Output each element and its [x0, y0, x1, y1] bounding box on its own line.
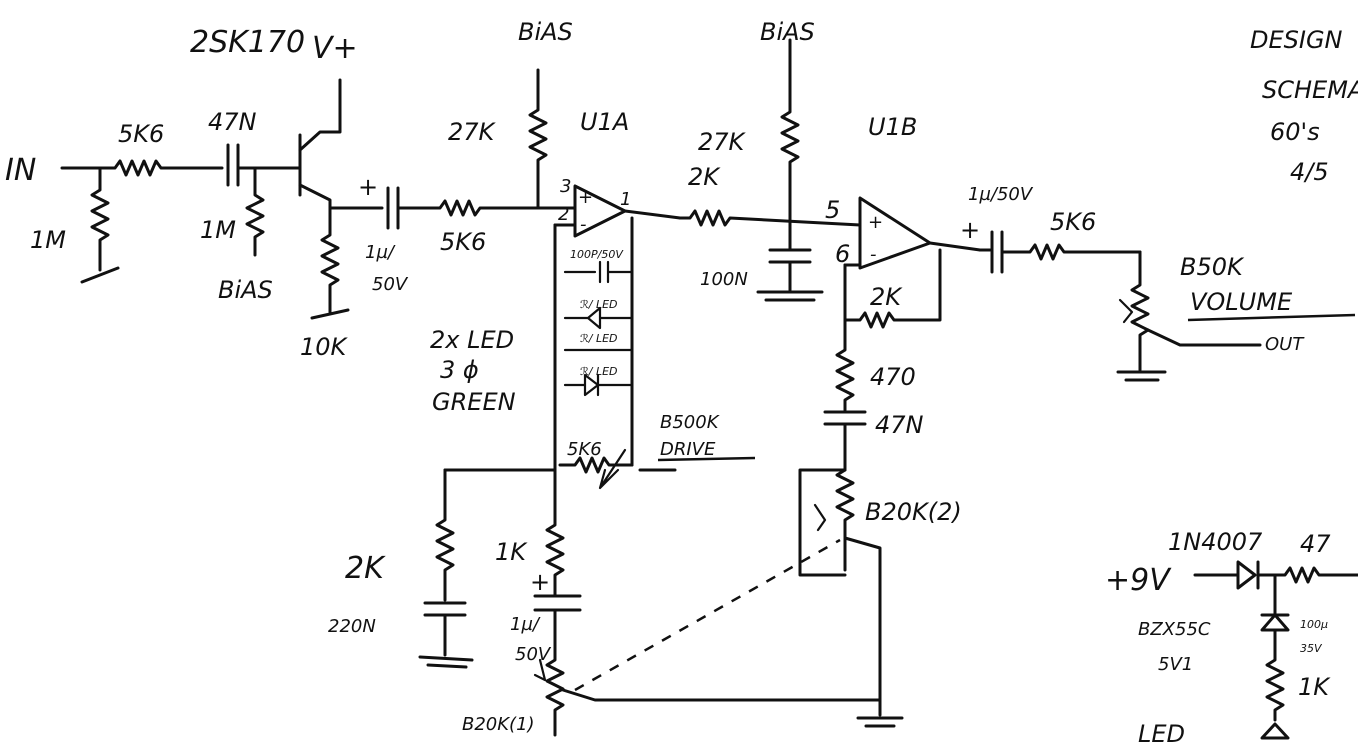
label-plus-in-a: + — [578, 187, 593, 208]
psu-section — [1193, 560, 1358, 740]
label-psu-diode: 1N4007 — [1168, 528, 1263, 556]
label-c-47n: 47N — [875, 411, 924, 439]
label-zener: BZX55C — [1138, 619, 1211, 640]
label-c-1u-a2: 50V — [372, 274, 409, 295]
label-pin5: 5 — [825, 196, 840, 224]
label-minus-in-b: - — [870, 244, 877, 265]
label-r-1k: 1K — [495, 538, 528, 566]
label-pot-drive: B500K — [660, 412, 720, 433]
label-r-1m-in: 1M — [30, 226, 66, 254]
lower-left — [418, 468, 882, 737]
label-led-note-2: 3 ɸ — [440, 356, 479, 384]
label-psu-v: +9V — [1105, 563, 1172, 598]
label-bias-3: BiAS — [218, 276, 273, 304]
label-minus-in-a: - — [580, 214, 587, 235]
label-led-1: ℛ/ LED — [580, 298, 618, 311]
label-r-5k6-b: 5K6 — [567, 439, 602, 460]
label-r-2k-a: 2K — [688, 163, 721, 191]
label-plus-1: + — [358, 173, 378, 201]
label-r-5k6-a: 5K6 — [440, 228, 486, 256]
label-c-100n: 100N — [700, 269, 748, 290]
label-design-2: SCHEMATIC — [1262, 76, 1358, 104]
label-zener-v: 5V1 — [1158, 654, 1193, 675]
label-pin2: 2 — [558, 204, 569, 225]
label-pot-b20k2: B20K(2) — [865, 498, 962, 526]
label-c-220n: 220N — [328, 616, 376, 637]
label-vplus: V+ — [312, 31, 358, 66]
label-u1a: U1A — [580, 108, 629, 136]
label-plus-3: + — [530, 568, 550, 596]
label-psu-r1k: 1K — [1298, 673, 1331, 701]
label-r-470: 470 — [870, 363, 916, 391]
label-bias-1: BiAS — [518, 18, 573, 46]
label-plus-in-b: + — [868, 212, 883, 233]
label-r-2k-fb: 2K — [870, 283, 903, 311]
label-c-1u-b2: 50V — [515, 644, 552, 665]
label-r-5k6-out: 5K6 — [1050, 208, 1096, 236]
label-r-2k-b: 2K — [345, 551, 386, 586]
interstage — [678, 38, 862, 302]
label-pot-vol-name: VOLUME — [1190, 288, 1293, 316]
label-plus-2: + — [960, 216, 980, 244]
label-pot-drive-name: DRIVE — [660, 439, 716, 460]
u1b-stage — [798, 196, 982, 728]
label-led-3: ℛ/ LED — [580, 365, 618, 378]
output-stage — [978, 230, 1262, 382]
label-pin3: 3 — [560, 176, 571, 197]
label-psu-c: 100µ — [1300, 618, 1328, 631]
label-pot-b20k1: B20K(1) — [462, 714, 535, 735]
label-led-note-1: 2x LED — [430, 326, 514, 354]
label-led-note-3: GREEN — [432, 388, 516, 416]
label-r-1m-gate: 1M — [200, 216, 236, 244]
underline-drive — [657, 456, 756, 462]
label-c-100p: 100P/50V — [570, 248, 624, 261]
label-pin6: 6 — [835, 240, 850, 268]
input-stage — [60, 78, 542, 320]
label-led-2: ℛ/ LED — [580, 332, 618, 345]
label-bias-2: BiAS — [760, 18, 815, 46]
label-psu-c-v: 35V — [1300, 642, 1323, 655]
label-c-out: 1µ/50V — [968, 184, 1034, 205]
label-u1b: U1B — [868, 113, 917, 141]
label-out: OUT — [1265, 334, 1305, 355]
label-design-1: DESIGN — [1250, 26, 1343, 54]
label-c-1u-b1: 1µ/ — [510, 614, 541, 635]
label-r-27k-a: 27K — [448, 118, 497, 146]
label-design-4: 4/5 — [1290, 158, 1329, 186]
label-r-in-series: 5K6 — [118, 120, 164, 148]
label-pin1: 1 — [620, 189, 631, 210]
label-r-27k-b: 27K — [698, 128, 747, 156]
label-in: IN — [5, 153, 36, 188]
label-psu-led: LED — [1138, 720, 1185, 746]
label-r-10k: 10K — [300, 333, 349, 361]
label-psu-r: 47 — [1300, 530, 1331, 558]
label-jfet: 2SK170 — [190, 25, 305, 60]
underline-volume — [1187, 313, 1356, 322]
label-c-1u-a1: 1µ/ — [365, 242, 396, 263]
label-design-3: 60's — [1270, 118, 1320, 146]
label-pot-vol: B50K — [1180, 253, 1245, 281]
u1a-stage — [443, 68, 682, 490]
label-c-in: 47N — [208, 108, 257, 136]
